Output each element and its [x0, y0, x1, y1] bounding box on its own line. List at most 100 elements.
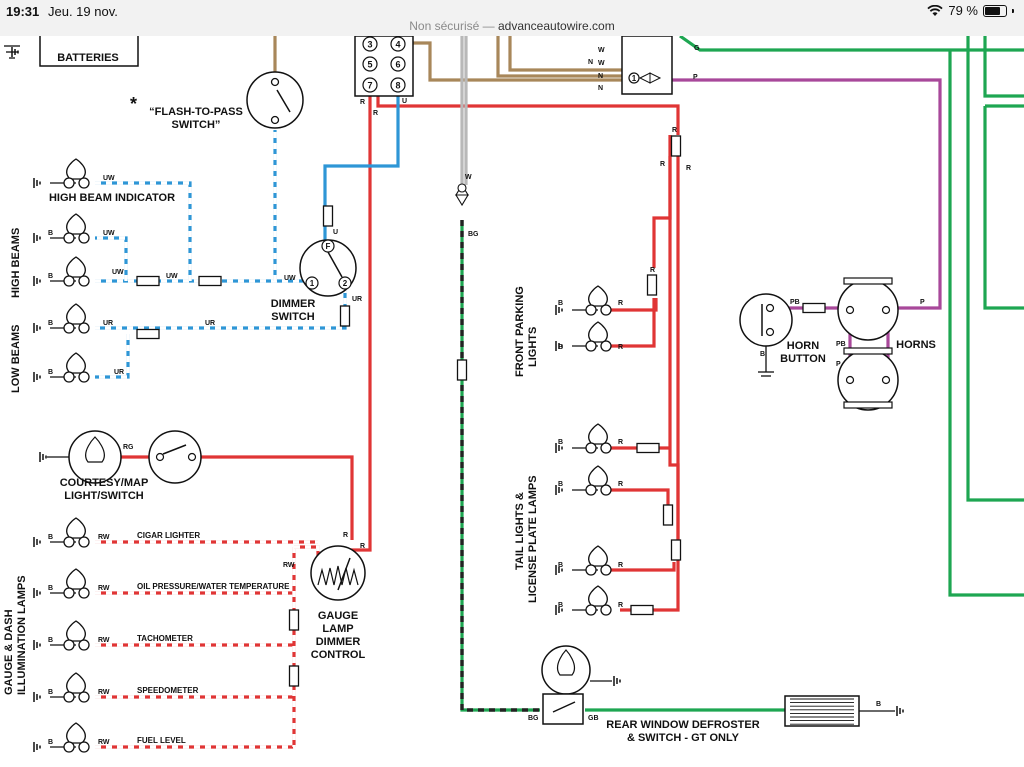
lamp-high-beam-2-icon	[50, 256, 90, 287]
wire-code-pb: PB	[836, 341, 846, 348]
wire-code-b: B	[48, 230, 53, 237]
wire-purple-horn	[670, 78, 942, 310]
terminal-label: 1	[310, 279, 315, 288]
courtesy-switch-icon	[148, 430, 202, 484]
wire-red-front-feed	[652, 135, 672, 268]
batteries-label: BATTERIES	[57, 52, 119, 64]
defroster-switch-icon[interactable]	[542, 693, 584, 725]
courtesy-ground-icon	[39, 452, 47, 462]
wire-green-right2	[966, 36, 1024, 502]
lamp-high-beam-2-icon-ground-icon	[33, 276, 41, 286]
lamp-gauge-0-icon-ground-icon	[33, 537, 41, 547]
lamp-front-parking-2-icon	[572, 321, 612, 352]
wire-brown-n2	[508, 36, 622, 72]
wire-uw-high2-stripe	[95, 236, 128, 281]
wire-code-b: B	[48, 273, 53, 280]
gauge-dimmer-label-1: LAMP	[322, 623, 353, 635]
gauge-dimmer-icon	[310, 545, 366, 601]
lamp-gauge-1-icon-ground-icon	[33, 588, 41, 598]
lamp-low-beam-1-icon	[50, 303, 90, 334]
wire-code-n: N	[598, 73, 603, 80]
gauge-dimmer-label-3: CONTROL	[311, 649, 366, 661]
wire-red-top	[376, 92, 680, 135]
wire-code-b: B	[48, 369, 53, 376]
wire-code-uw: UW	[284, 275, 296, 282]
horn-connector-block	[621, 36, 673, 95]
address-bar[interactable]: Non sécurisé — advanceautowire.com	[0, 19, 1024, 33]
gauge-group-label: GAUGE & DASH	[3, 609, 15, 695]
high-beam-indicator-label: HIGH BEAM INDICATOR	[49, 192, 175, 204]
wire-code-r: R	[618, 344, 623, 351]
lamp-high-beam-indicator-icon-ground-icon	[33, 178, 41, 188]
status-date: Jeu. 19 nov.	[48, 4, 118, 19]
terminal-label: 8	[395, 81, 400, 91]
wire-code-g: G	[694, 45, 700, 52]
tail-lights-label: TAIL LIGHTS &	[514, 492, 526, 570]
lamp-low-beam-1-icon-ground-icon	[33, 323, 41, 333]
connector-icon	[670, 539, 682, 561]
wire-code-u: U	[333, 229, 338, 236]
wire-bg-defroster-stripe	[460, 220, 540, 712]
wire-uw-indicator	[95, 181, 192, 281]
tail-lights-label-2: LICENSE PLATE LAMPS	[527, 475, 539, 603]
connector-icon	[198, 275, 222, 287]
defroster-ground-icon	[896, 706, 904, 716]
wire-code-b: B	[48, 534, 53, 541]
wire-code-rw: RW	[98, 739, 110, 746]
lamp-tail-4-icon	[572, 585, 612, 616]
gauge-group-label-2: ILLUMINATION LAMPS	[16, 575, 28, 695]
high-beams-label: HIGH BEAMS	[10, 228, 22, 298]
lamp-front-parking-1-icon-ground-icon	[555, 305, 563, 315]
gauge-lamp-label-1: OIL PRESSURE/WATER TEMPERATURE	[137, 582, 290, 591]
terminal-label: 4	[395, 40, 400, 50]
wire-code-p: P	[920, 299, 925, 306]
lamp-tail-4-icon-ground-icon	[555, 605, 563, 615]
wire-red-tail2	[610, 488, 670, 505]
connector-icon	[670, 135, 682, 157]
lamp-gauge-4-icon-ground-icon	[33, 742, 41, 752]
wire-green-top	[679, 36, 1024, 52]
wire-code-bg: BG	[468, 231, 479, 238]
wire-code-r: R	[618, 562, 623, 569]
asterisk-label: *	[130, 94, 137, 114]
wire-code-rw: RW	[98, 534, 110, 541]
battery-icon	[983, 4, 1007, 17]
gauge-lamp-label-4: FUEL LEVEL	[137, 736, 186, 745]
wire-code-rg: RG	[123, 444, 134, 451]
lamp-gauge-2-icon	[50, 620, 90, 651]
defroster-lamp-ground-icon	[613, 676, 621, 686]
connector-icon	[288, 609, 300, 631]
wire-code-w: W	[598, 47, 605, 54]
wire-code-rw: RW	[98, 637, 110, 644]
wire-code-r: R	[360, 543, 365, 550]
lamp-tail-2-icon-ground-icon	[555, 485, 563, 495]
wire-code-b: B	[558, 300, 563, 307]
lamp-tail-3-icon	[572, 545, 612, 576]
rear-defroster-label-2: & SWITCH - GT ONLY	[627, 732, 740, 744]
flash-to-pass-label: “FLASH-TO-PASS	[149, 106, 243, 118]
horn-button-icon[interactable]	[739, 293, 793, 347]
url-domain[interactable]: advanceautowire.com	[497, 19, 615, 33]
connector-icon	[322, 205, 334, 227]
flash-switch-icon	[246, 71, 304, 129]
terminal-label: 3	[367, 40, 372, 50]
wire-red-park2	[610, 298, 656, 348]
wire-code-r: R	[618, 439, 623, 446]
wire-code-b: B	[876, 701, 881, 708]
wire-green-top2	[983, 36, 1024, 98]
flash-to-pass-label-2: SWITCH”	[172, 119, 221, 131]
wire-code-rw: RW	[98, 585, 110, 592]
connector-icon	[136, 275, 160, 287]
wires	[95, 36, 1024, 749]
lamp-high-beam-1-icon	[50, 213, 90, 244]
lamp-tail-2-icon	[572, 465, 612, 496]
wifi-icon	[927, 4, 943, 16]
connector-icon	[136, 328, 160, 340]
wire-code-r: R	[618, 300, 623, 307]
wire-code-b: B	[48, 637, 53, 644]
wire-code-uw: UW	[112, 269, 124, 276]
diode-icon	[638, 72, 662, 84]
connector-icon	[456, 359, 468, 381]
front-parking-label-2: LIGHTS	[527, 327, 539, 367]
